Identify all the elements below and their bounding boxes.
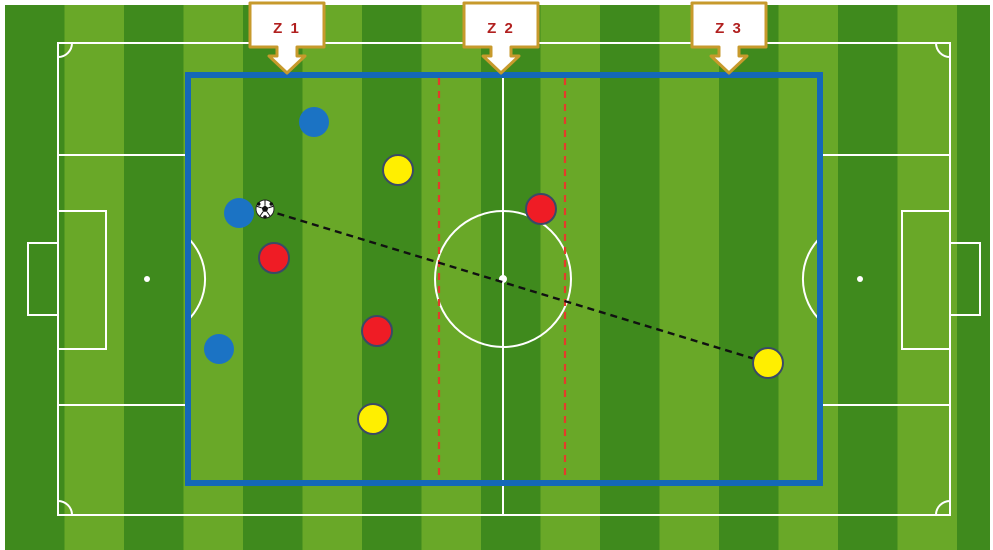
player-yellow — [358, 404, 388, 434]
zone-label-z3: Z 3 — [715, 20, 743, 37]
player-blue — [224, 198, 254, 228]
grass-stripe — [303, 5, 363, 550]
grass-stripe — [65, 5, 125, 550]
grass-stripes — [5, 5, 990, 550]
player-red — [526, 194, 556, 224]
soccer-ball-icon — [256, 200, 274, 219]
zone-label-z2: Z 2 — [487, 20, 515, 37]
grass-stripe — [898, 5, 958, 550]
grass-stripe — [184, 5, 244, 550]
zone-label-z1: Z 1 — [273, 20, 301, 37]
player-yellow — [753, 348, 783, 378]
left-penalty-spot — [144, 276, 150, 282]
player-red — [362, 316, 392, 346]
player-blue — [299, 107, 329, 137]
player-yellow — [383, 155, 413, 185]
player-blue — [204, 334, 234, 364]
grass-stripe — [779, 5, 839, 550]
right-penalty-spot — [857, 276, 863, 282]
player-red — [259, 243, 289, 273]
grass-stripe — [660, 5, 720, 550]
grass-stripe — [422, 5, 482, 550]
